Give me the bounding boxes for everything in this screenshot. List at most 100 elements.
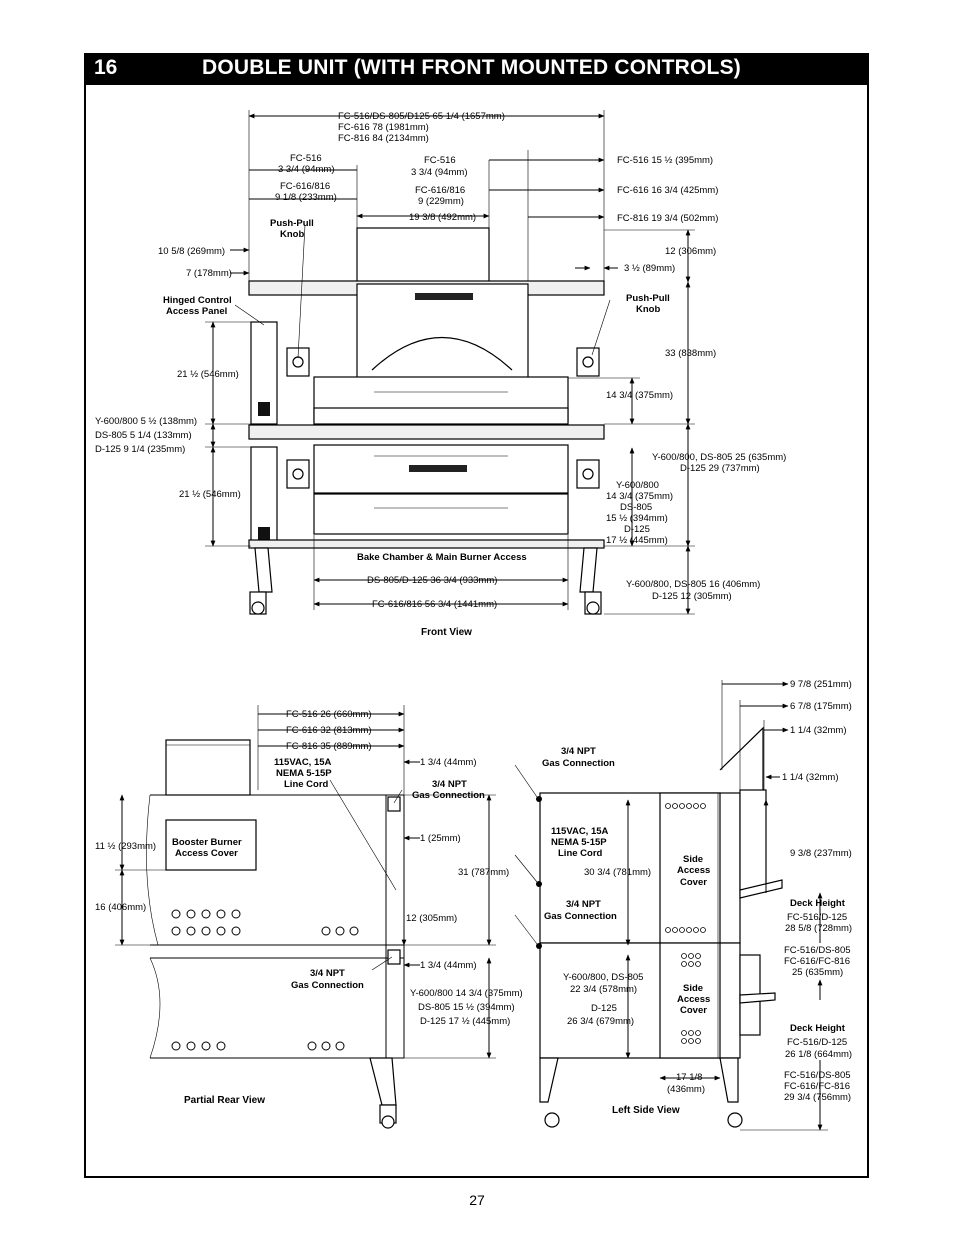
dim-label: FC-616/816 56 3/4 (1441mm) [372, 599, 497, 610]
dim-label: FC-816 19 3/4 (502mm) [617, 213, 718, 224]
side-view: 3/4 NPT Gas Connection 115VAC, 15A NEMA … [514, 679, 852, 1131]
side-cover-label: Access [677, 994, 710, 1005]
power-label: Line Cord [284, 779, 329, 790]
dim-label: FC-616/FC-816 [784, 1081, 850, 1092]
dim-label: FC-616/FC-816 [784, 956, 850, 967]
dim-label: 1 1/4 (32mm) [790, 725, 847, 736]
dim-label: 11 ½ (293mm) [95, 841, 156, 852]
gas-label: 3/4 NPT [566, 899, 601, 910]
dim-label: FC-516 15 ½ (395mm) [617, 155, 713, 166]
gas-label: 3/4 NPT [561, 746, 596, 757]
dim-label: 17 1/8 [676, 1072, 702, 1083]
gas-label: Gas Connection [412, 790, 485, 801]
dim-label: Y-600/800, DS-805 16 (406mm) [626, 579, 760, 590]
dim-label: FC-516/D-125 [787, 1037, 847, 1048]
power-label: NEMA 5-15P [551, 837, 607, 848]
dim-label: DS-805 [620, 502, 652, 513]
dim-label: 29 3/4 (756mm) [784, 1092, 851, 1103]
gas-label: Gas Connection [542, 758, 615, 769]
power-label: Line Cord [558, 848, 603, 859]
deck-height-label: Deck Height [790, 898, 846, 909]
dim-label: 15 ½ (394mm) [606, 513, 668, 524]
dim-label: 17 ½ (445mm) [606, 535, 668, 546]
dim-label: 9 (229mm) [418, 196, 464, 207]
dim-label: 26 3/4 (679mm) [567, 1016, 634, 1027]
push-pull-label: Knob [636, 304, 660, 315]
dim-label: 9 1/8 (233mm) [275, 192, 337, 203]
dim-label: FC-516 [290, 153, 322, 164]
dim-label: D-125 29 (737mm) [680, 463, 760, 474]
dim-label: 9 7/8 (251mm) [790, 679, 852, 690]
section-number: 16 [94, 56, 118, 79]
booster-label: Booster Burner [172, 837, 242, 848]
rear-view-caption: Partial Rear View [184, 1095, 265, 1106]
page-number: 27 [469, 1192, 485, 1208]
dim-label: 12 (305mm) [406, 913, 457, 924]
dim-label: 19 3/8 (492mm) [409, 212, 476, 223]
bake-chamber-label: Bake Chamber & Main Burner Access [357, 552, 527, 563]
dim-label: Y-600/800, DS-805 25 (635mm) [652, 452, 786, 463]
dim-label: Y-600/800 5 ½ (138mm) [95, 416, 197, 427]
dim-label: Y-600/800 14 3/4 (375mm) [410, 988, 523, 999]
side-cover-label: Cover [680, 1005, 707, 1016]
dim-label: 7 (178mm) [186, 268, 232, 279]
dim-label: D-125 17 ½ (445mm) [420, 1016, 510, 1027]
dim-label: FC-616 16 3/4 (425mm) [617, 185, 718, 196]
overall-width-2: FC-616 78 (1981mm) [338, 122, 429, 133]
gas-label: 3/4 NPT [432, 779, 467, 790]
dim-label: D-125 12 (305mm) [652, 591, 732, 602]
dim-label: 14 3/4 (375mm) [606, 390, 673, 401]
hinged-panel-label: Hinged Control [163, 295, 232, 306]
power-label: NEMA 5-15P [276, 768, 332, 779]
dim-label: FC-516/DS-805 [784, 1070, 851, 1081]
side-cover-label: Access [677, 865, 710, 876]
dim-label: FC-616/816 [415, 185, 465, 196]
power-label: 115VAC, 15A [551, 826, 609, 837]
dim-label: 1 3/4 (44mm) [420, 757, 477, 768]
dim-label: 25 (635mm) [792, 967, 843, 978]
gas-label: Gas Connection [544, 911, 617, 922]
side-view-caption: Left Side View [612, 1105, 680, 1116]
dim-label: 28 5/8 (728mm) [785, 923, 852, 934]
dim-label: 16 (406mm) [95, 902, 146, 913]
dim-label: DS-805 5 1/4 (133mm) [95, 430, 192, 441]
dim-label: Y-600/800, DS-805 [563, 972, 643, 983]
overall-width-1: FC-516/DS-805/D125 65 1/4 (1657mm) [338, 111, 505, 122]
dim-label: 6 7/8 (175mm) [790, 701, 852, 712]
push-pull-label: Push-Pull [270, 218, 314, 229]
dim-label: FC-616 32 (813mm) [286, 725, 372, 736]
dim-label: Y-600/800 [616, 480, 659, 491]
push-pull-label: Knob [280, 229, 304, 240]
section-title: DOUBLE UNIT (WITH FRONT MOUNTED CONTROLS… [202, 56, 741, 79]
front-view-caption: Front View [421, 627, 472, 638]
dim-label: D-125 9 1/4 (235mm) [95, 444, 185, 455]
gas-label: Gas Connection [291, 980, 364, 991]
side-cover-label: Side [683, 854, 703, 865]
dim-label: 33 (838mm) [665, 348, 716, 359]
dim-label: DS-805/D-125 36 3/4 (933mm) [367, 575, 497, 586]
front-view: FC-516/DS-805/D125 65 1/4 (1657mm) FC-61… [95, 110, 786, 638]
deck-height-label: Deck Height [790, 1023, 846, 1034]
dim-label: DS-805 15 ½ (394mm) [418, 1002, 515, 1013]
dim-label: 1 3/4 (44mm) [420, 960, 477, 971]
overall-width-3: FC-816 84 (2134mm) [338, 133, 429, 144]
dim-label: 21 ½ (546mm) [177, 369, 239, 380]
section-header: 16 DOUBLE UNIT (WITH FRONT MOUNTED CONTR… [84, 53, 869, 85]
dim-label: FC-516 26 (660mm) [286, 709, 372, 720]
dim-label: 1 1/4 (32mm) [782, 772, 839, 783]
side-cover-label: Cover [680, 877, 707, 888]
dim-label: 12 (306mm) [665, 246, 716, 257]
dim-label: 9 3/8 (237mm) [790, 848, 852, 859]
dim-label: FC-616/816 [280, 181, 330, 192]
booster-label: Access Cover [175, 848, 238, 859]
dim-label: FC-816 35 (889mm) [286, 741, 372, 752]
dim-label: (436mm) [667, 1084, 705, 1095]
dim-label: FC-516/D-125 [787, 912, 847, 923]
dim-label: 30 3/4 (781mm) [584, 867, 651, 878]
dim-label: 3 ½ (89mm) [624, 263, 675, 274]
dim-label: 26 1/8 (664mm) [785, 1049, 852, 1060]
dim-label: 3 3/4 (94mm) [278, 164, 335, 175]
dim-label: FC-516/DS-805 [784, 945, 851, 956]
dim-label: D-125 [624, 524, 650, 535]
